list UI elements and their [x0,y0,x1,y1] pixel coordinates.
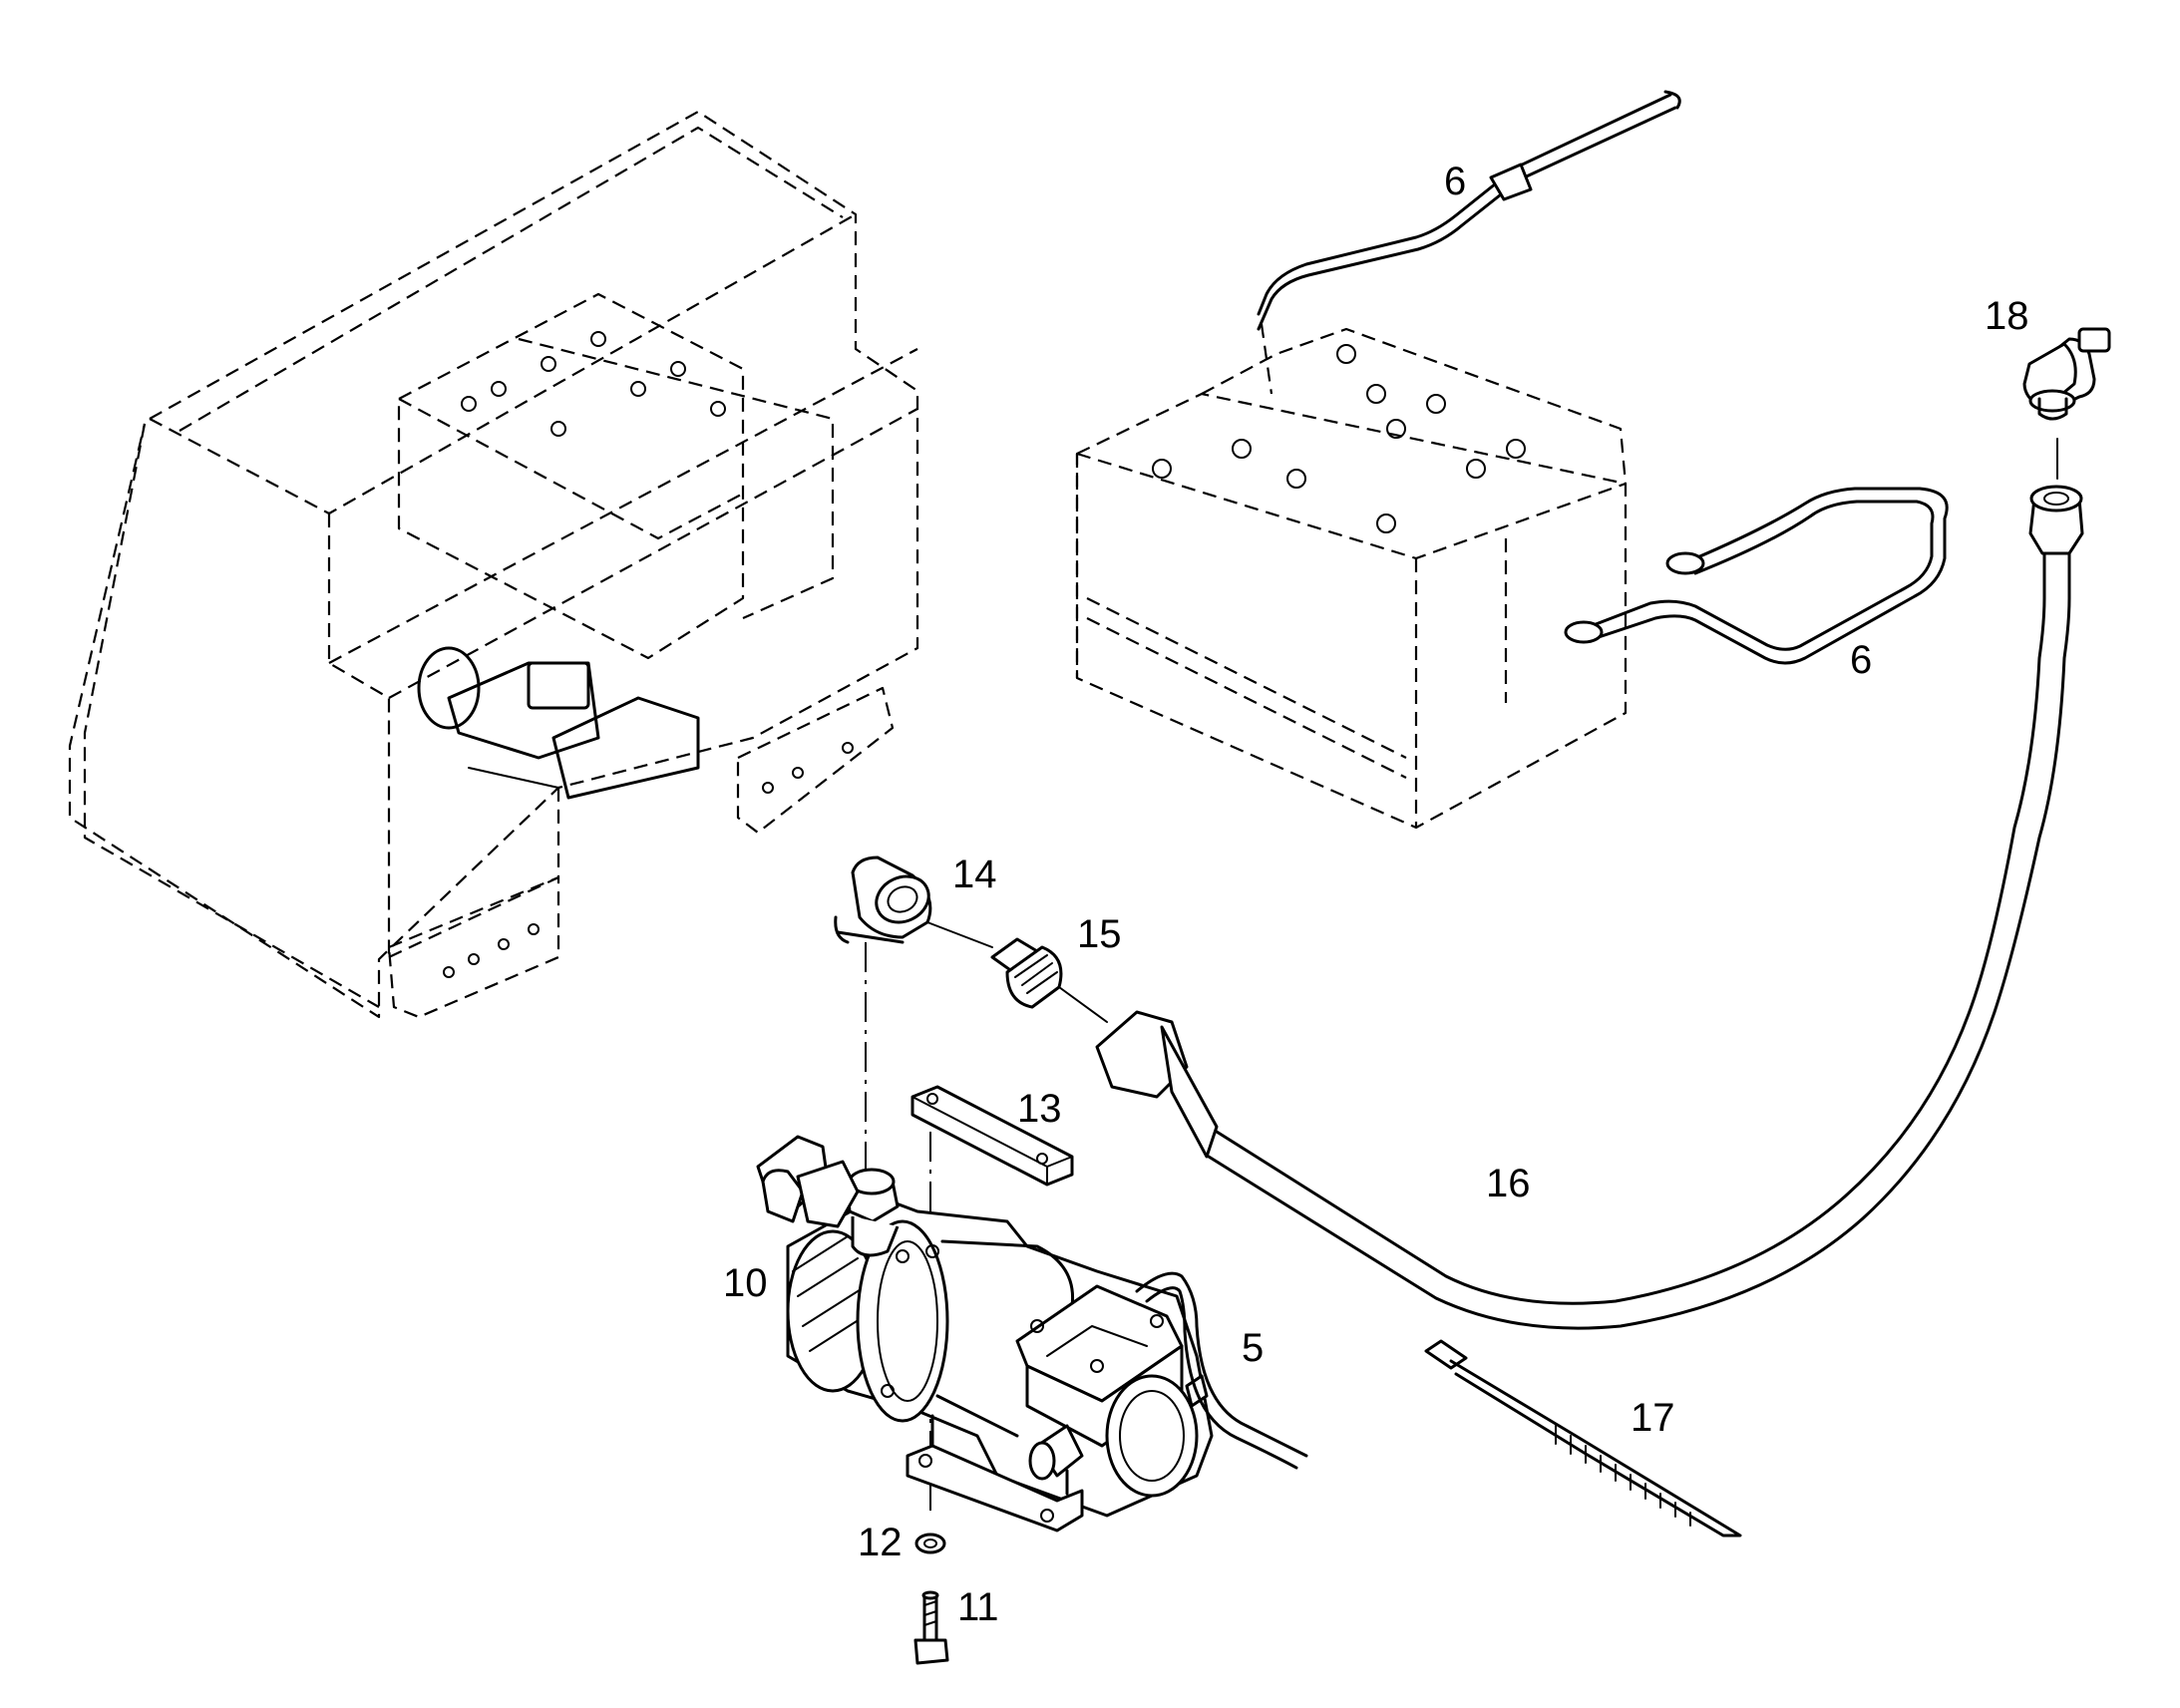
callout-15: 15 [1077,912,1122,956]
vent-hose-right [1564,487,1949,665]
callout-16: 16 [1486,1162,1531,1205]
cable-tie-17 [1424,1339,1742,1537]
battery-compartment-assembly [68,110,919,1019]
nipple-hose-leader [1058,986,1108,1023]
callout-10: 10 [723,1261,768,1305]
elbow-nipple-leader [926,921,993,948]
washer-12 [914,1533,946,1554]
callout-11: 11 [957,1585,999,1629]
vent-hose-upper [1257,90,1681,395]
callout-14: 14 [952,853,997,896]
callout-5: 5 [1242,1326,1264,1370]
callout-18: 18 [1985,294,2029,338]
pump-10 [756,1135,1308,1533]
callout-17: 17 [1631,1396,1675,1440]
plate-13 [910,1085,1074,1187]
elbow-14 [834,855,932,944]
callout-6-upper: 6 [1444,160,1466,203]
callout-13: 13 [1017,1087,1062,1131]
bolt-11 [913,1590,949,1665]
callout-6-right: 6 [1850,638,1872,682]
elbow-fitting-18 [2022,327,2111,421]
battery-pair-detail [1075,327,1628,830]
callout-12: 12 [858,1521,903,1564]
installed-pump-detail [417,646,700,800]
hose-16 [1095,485,2084,1330]
nipple-15 [990,937,1063,1009]
